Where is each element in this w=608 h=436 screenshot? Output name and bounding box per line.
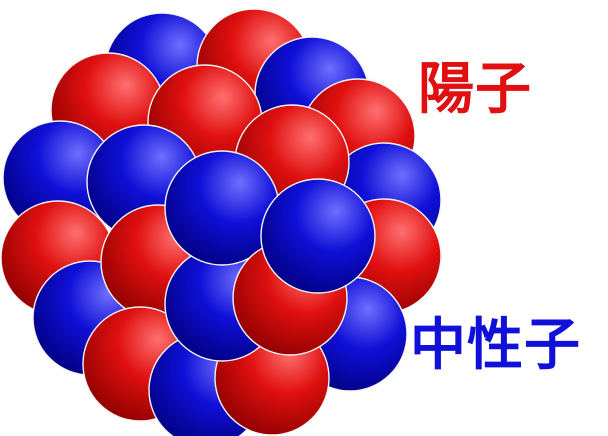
nucleon-cluster	[0, 8, 442, 436]
proton-label: 陽子	[418, 57, 532, 122]
neutron-sphere-11	[260, 178, 376, 294]
neutron-label: 中性子	[410, 313, 581, 378]
